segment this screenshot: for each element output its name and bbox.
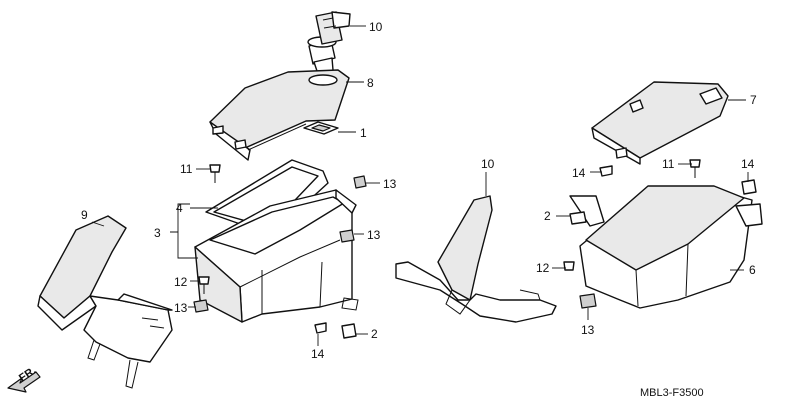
callout-11-left: 11 bbox=[180, 162, 193, 176]
fasteners-left bbox=[198, 164, 357, 339]
callout-3: 3 bbox=[154, 226, 161, 240]
fasteners-right bbox=[563, 159, 757, 271]
callout-11-right: 11 bbox=[662, 157, 675, 171]
callout-9: 10 bbox=[481, 157, 495, 171]
part-1-latch bbox=[303, 121, 339, 135]
part-6-lid bbox=[209, 69, 350, 161]
callout-10: 10 bbox=[369, 20, 383, 34]
callout-4: 4 bbox=[176, 201, 183, 215]
callout-7: 7 bbox=[750, 93, 757, 107]
callout-13-c: 13 bbox=[174, 301, 188, 315]
callout-13-a: 13 bbox=[383, 177, 397, 191]
callout-labels: 10 8 1 11 4 3 13 13 12 13 14 2 9 10 7 14… bbox=[81, 20, 757, 361]
part-8-side-cover bbox=[37, 215, 173, 389]
callout-6: 8 bbox=[367, 76, 374, 90]
callout-13-d: 13 bbox=[581, 323, 595, 337]
callout-13-b: 13 bbox=[367, 228, 381, 242]
front-direction-arrow bbox=[7, 371, 41, 393]
callout-14-mid: 14 bbox=[572, 166, 586, 180]
callout-5: 6 bbox=[749, 263, 756, 277]
diagram-code: MBL3-F3500 bbox=[640, 387, 704, 399]
callout-14-right: 14 bbox=[741, 157, 755, 171]
callout-12-left: 12 bbox=[174, 275, 188, 289]
part-10-key-cylinder bbox=[307, 11, 351, 75]
callout-2-left: 2 bbox=[371, 327, 378, 341]
part-13-clips-left bbox=[193, 175, 367, 313]
part-4-gasket bbox=[205, 159, 329, 233]
callout-2-right: 2 bbox=[544, 209, 551, 223]
callout-14-left: 14 bbox=[311, 347, 325, 361]
part-5-right-box bbox=[569, 185, 763, 309]
part-7-tray bbox=[591, 81, 729, 165]
callout-1: 1 bbox=[360, 126, 367, 140]
leader-lines bbox=[91, 25, 749, 346]
part-9-center-cover bbox=[395, 195, 557, 323]
callout-8: 9 bbox=[81, 208, 88, 222]
callout-12-right: 12 bbox=[536, 261, 550, 275]
